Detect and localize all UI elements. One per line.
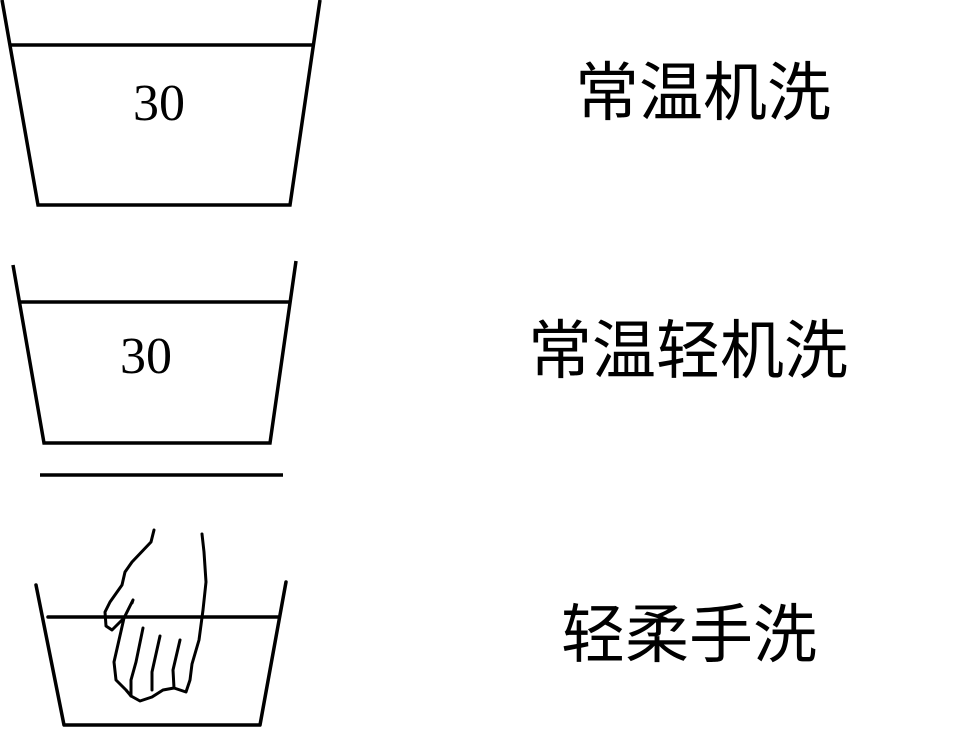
gentle-wash-tub-icon bbox=[11, 260, 298, 477]
wash-tub-icon bbox=[0, 0, 322, 207]
temperature-label-2: 30 bbox=[120, 328, 172, 385]
label-normal-gentle-machine-wash: 常温轻机洗 bbox=[528, 315, 848, 389]
label-normal-machine-wash: 常温机洗 bbox=[575, 57, 831, 131]
label-gentle-hand-wash: 轻柔手洗 bbox=[561, 599, 817, 673]
temperature-label-1: 30 bbox=[133, 75, 185, 132]
hand-icon bbox=[103, 528, 208, 703]
hand-wash-tub-icon bbox=[34, 580, 288, 727]
